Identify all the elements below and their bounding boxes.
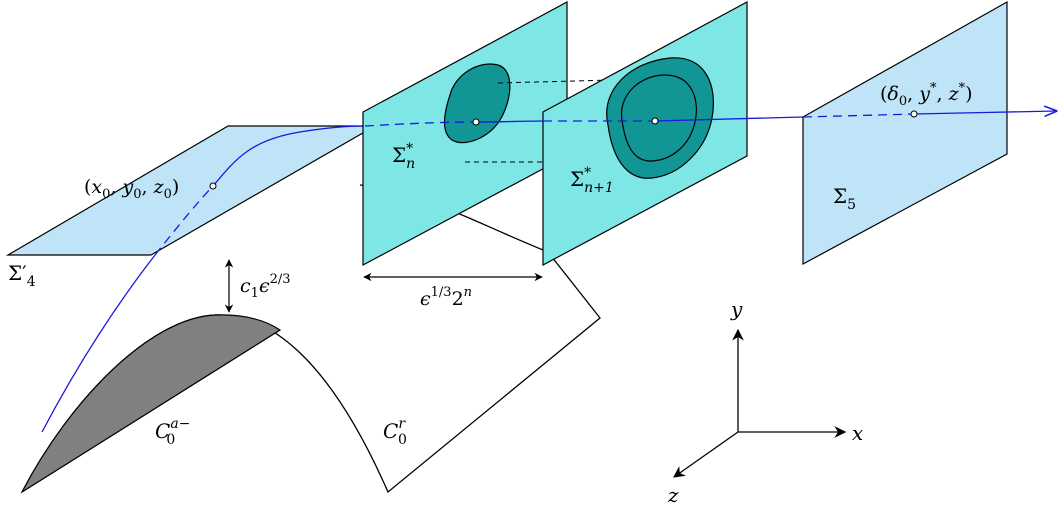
label-spacing: ϵ1/32n: [420, 285, 472, 310]
sigma-n-point: [472, 118, 480, 126]
trajectory-on-plane: [212, 125, 366, 187]
label-end-point: (δ0, y*, z*): [880, 81, 973, 109]
trajectory-segment-n1: [654, 116, 804, 122]
attracting-branch-shaded: [20, 314, 282, 494]
trajectory-lower: [41, 254, 156, 433]
sigma-n-region: [444, 63, 511, 144]
trajectory-exit: [913, 111, 1056, 114]
label-c0a: Ca−0: [155, 416, 190, 448]
axis-x-label: x: [852, 421, 863, 445]
label-sigma-n1: Σ*n+1: [570, 165, 614, 196]
end-point-marker: [910, 110, 918, 118]
trajectory-segment-n: [475, 120, 544, 123]
label-gap: c1ϵ2/3: [240, 272, 291, 301]
sigma5-plane: [802, 0, 1008, 266]
label-sigma-n: Σ*n: [392, 141, 415, 172]
sigma4-plane: [5, 125, 378, 256]
sigma-n1-inner-region: [620, 74, 697, 162]
label-sigma5: Σ5: [833, 184, 856, 213]
start-point-marker: [209, 182, 217, 190]
trajectory-dashed-through-plane: [154, 185, 214, 256]
label-start-point: (x0, y0, z0): [84, 176, 179, 202]
sigma-n1-point: [651, 117, 659, 125]
axis-z-line: [673, 431, 739, 478]
axis-y-label: y: [730, 297, 743, 321]
axis-z-label: z: [667, 483, 679, 507]
label-sigma4: Σ′4: [8, 261, 36, 290]
